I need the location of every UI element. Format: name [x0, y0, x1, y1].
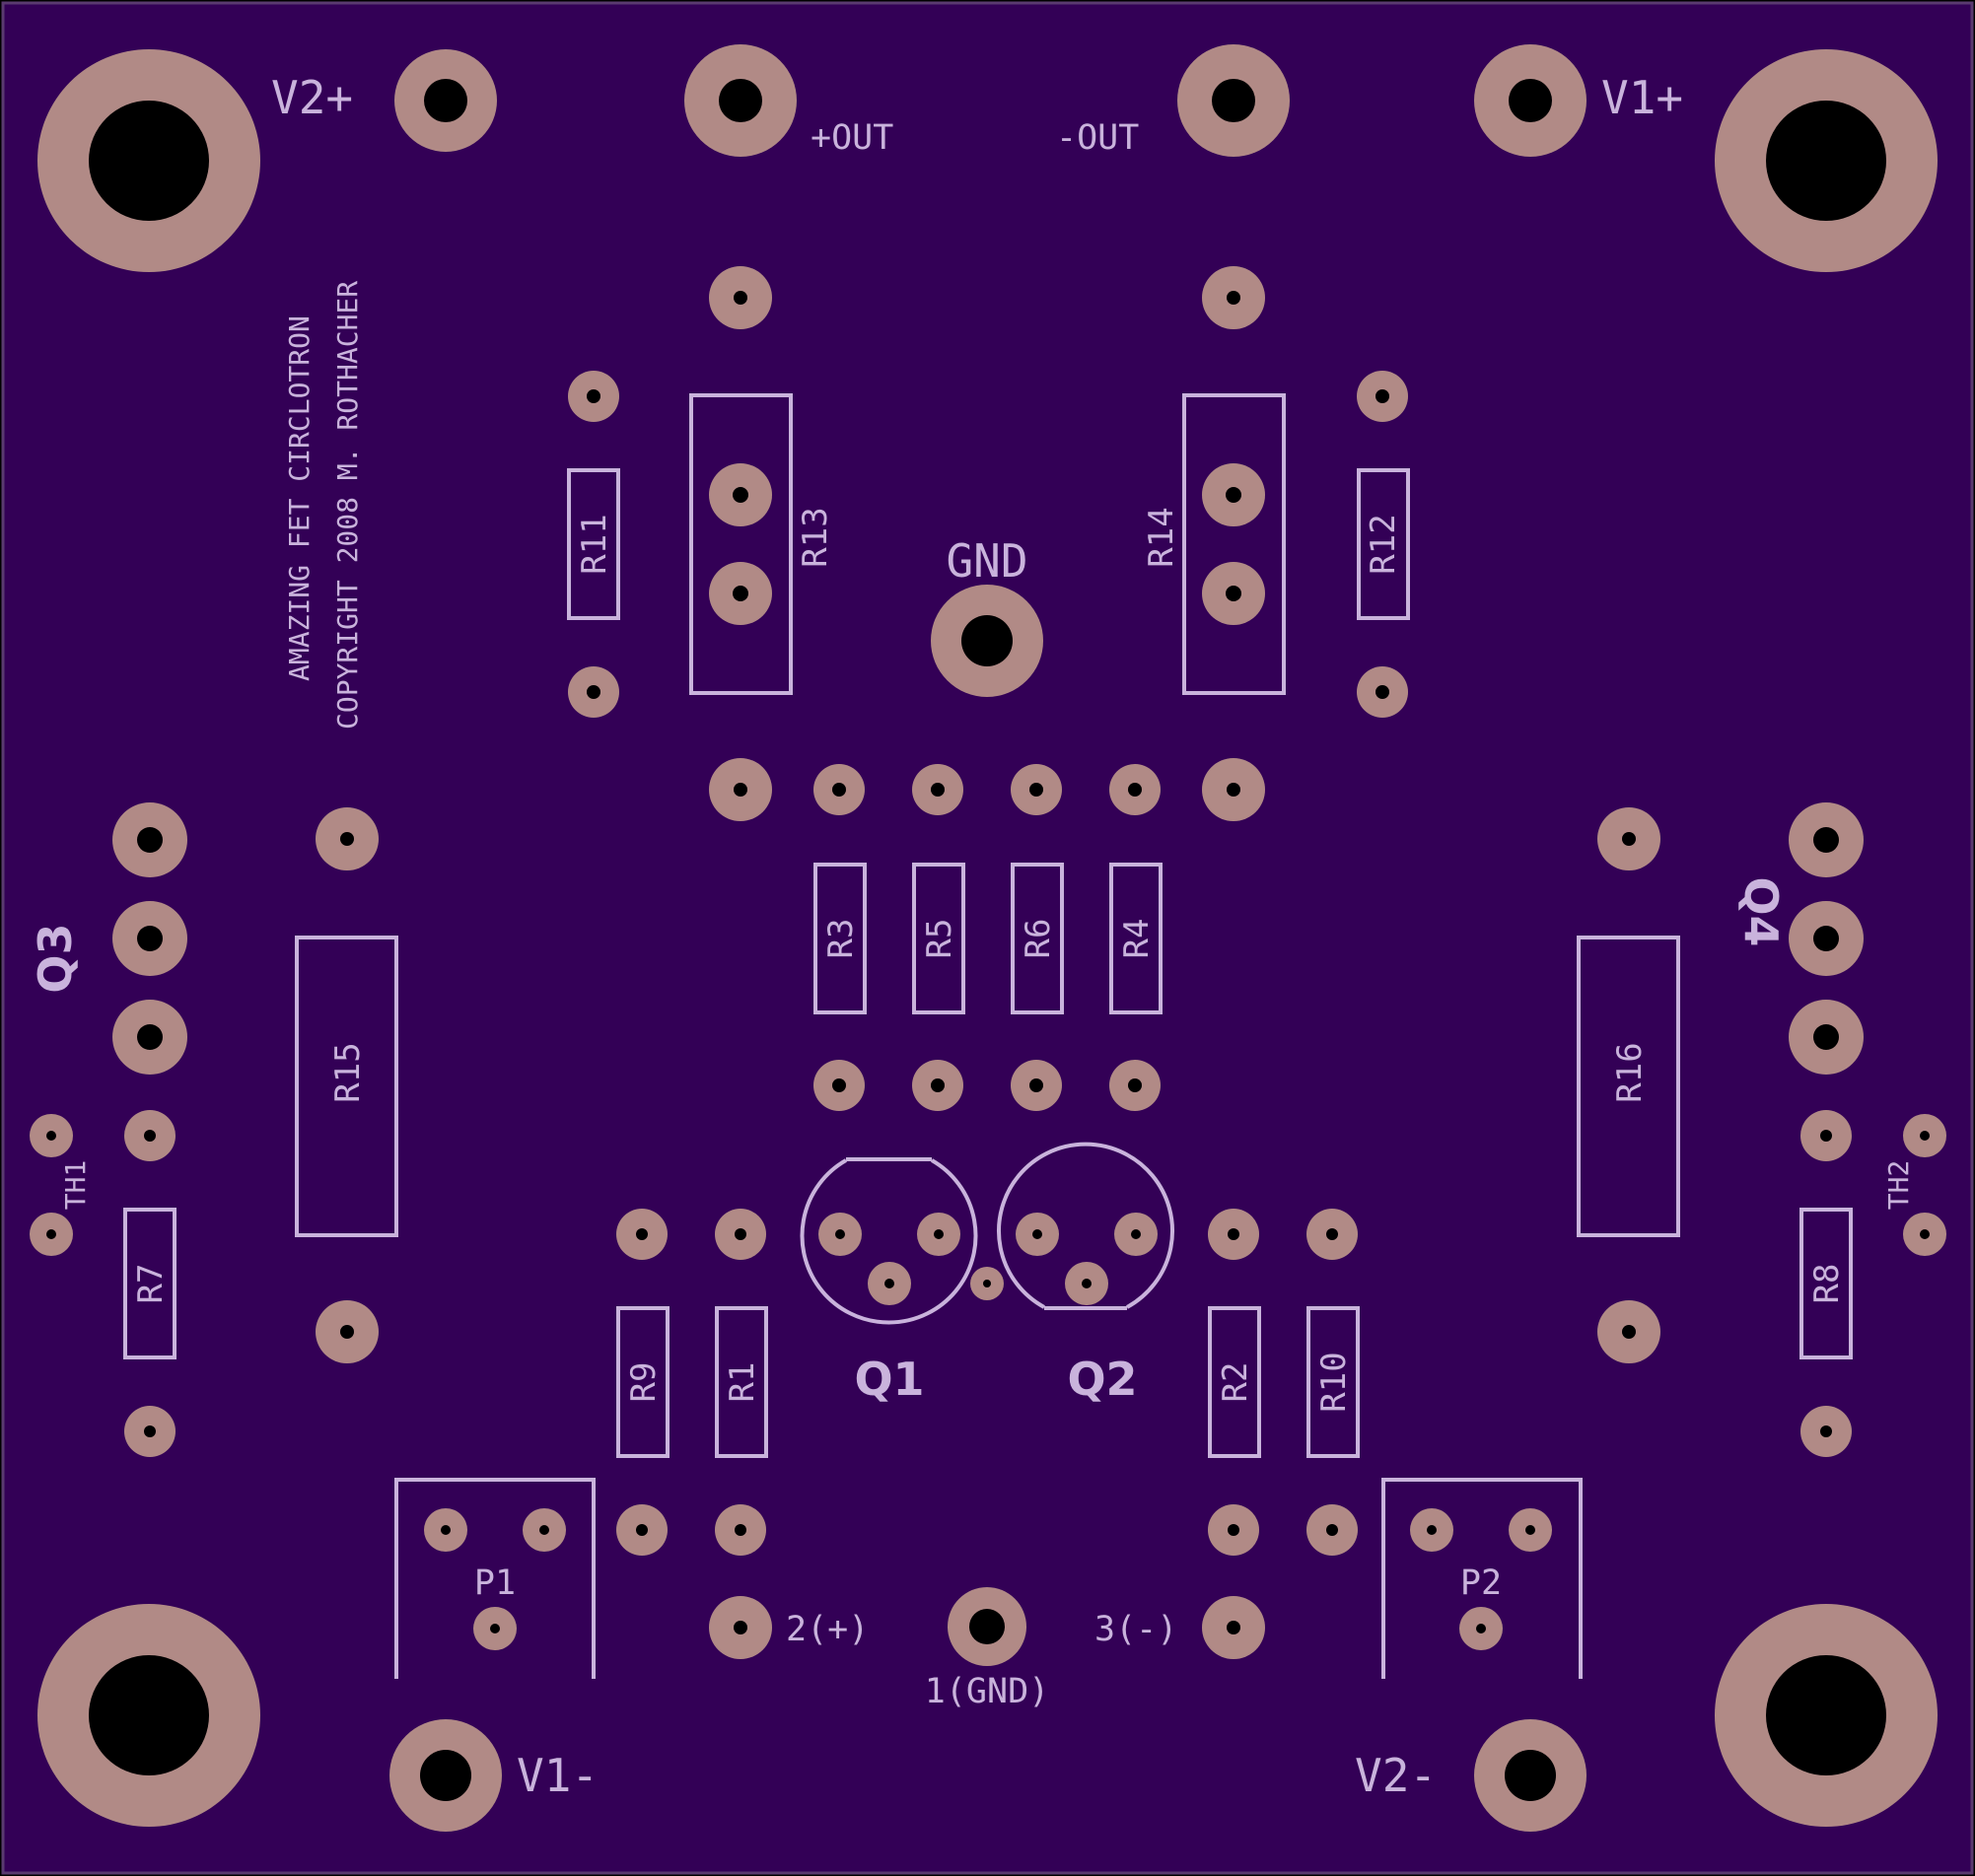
outline-r10	[1306, 1306, 1360, 1458]
label-v1-minus: V1-	[517, 1749, 599, 1802]
outline-r15	[295, 936, 398, 1237]
outline-r8	[1799, 1208, 1853, 1359]
outline-p1	[394, 1478, 596, 1679]
designator-th1: TH1	[59, 1160, 92, 1211]
label-input-plus: 2(+)	[786, 1610, 869, 1649]
board-title: AMAZING FET CIRCLOTRON	[283, 315, 316, 681]
outline-r2	[1208, 1306, 1261, 1458]
label-v2-minus: V2-	[1355, 1749, 1437, 1802]
label-plus-out: +OUT	[811, 118, 893, 158]
outline-r14	[1182, 393, 1286, 695]
outline-r4	[1109, 863, 1163, 1014]
silkscreen-outlines	[123, 393, 1853, 1679]
designator-r10: R10	[1314, 1352, 1354, 1412]
designator-q3: Q3	[29, 923, 82, 993]
label-gnd: GND	[946, 534, 1027, 588]
outline-r5	[912, 863, 965, 1014]
board-copyright: COPYRIGHT 2008 M. ROTHACHER	[331, 281, 364, 730]
designator-p1: P1	[474, 1563, 516, 1603]
designator-r1: R1	[723, 1362, 762, 1403]
label-input-minus: 3(-)	[1094, 1610, 1177, 1649]
outline-p2	[1381, 1478, 1583, 1679]
designator-q4: Q4	[1734, 876, 1788, 946]
designator-p2: P2	[1460, 1563, 1502, 1603]
designator-r3: R3	[821, 919, 861, 959]
mounting-hole-bottom-right-drill	[1766, 1655, 1886, 1775]
designator-r12: R12	[1364, 514, 1403, 574]
designator-r4: R4	[1117, 919, 1157, 959]
outline-r3	[813, 863, 867, 1014]
designator-q1: Q1	[854, 1353, 924, 1406]
label-v2-plus: V2+	[271, 71, 353, 124]
label-input-gnd: 1(GND)	[925, 1672, 1049, 1711]
designator-r11: R11	[575, 514, 614, 574]
outline-r16	[1577, 936, 1680, 1237]
designator-r8: R8	[1807, 1264, 1847, 1304]
outline-r7	[123, 1208, 176, 1359]
designator-r5: R5	[920, 919, 959, 959]
designator-r6: R6	[1019, 919, 1058, 959]
outline-r1	[715, 1306, 768, 1458]
designator-r9: R9	[624, 1362, 664, 1403]
outline-r11	[567, 468, 620, 620]
designator-r15: R15	[328, 1042, 368, 1102]
outline-r6	[1011, 863, 1064, 1014]
designator-r14: R14	[1142, 507, 1181, 567]
designator-r13: R13	[796, 507, 835, 567]
label-v1-plus: V1+	[1601, 71, 1683, 124]
drill-holes	[46, 291, 1930, 1634]
outline-r12	[1357, 468, 1410, 620]
designator-q2: Q2	[1067, 1353, 1137, 1406]
outline-q2	[997, 1142, 1174, 1309]
outline-r13	[689, 393, 793, 695]
label-minus-out: -OUT	[1056, 118, 1139, 158]
designator-r7: R7	[131, 1264, 171, 1304]
designator-r16: R16	[1610, 1042, 1650, 1102]
rotated-designators: R11 R12 R13 R14 R3 R5 R6 R4 R15 R16 R7 R…	[131, 507, 1847, 1412]
outline-r9	[616, 1306, 670, 1458]
designator-th2: TH2	[1882, 1160, 1915, 1211]
power-terminals	[389, 44, 1587, 1832]
designator-r2: R2	[1216, 1362, 1255, 1403]
outline-q1	[800, 1158, 978, 1325]
mounting-holes	[37, 49, 1938, 1827]
